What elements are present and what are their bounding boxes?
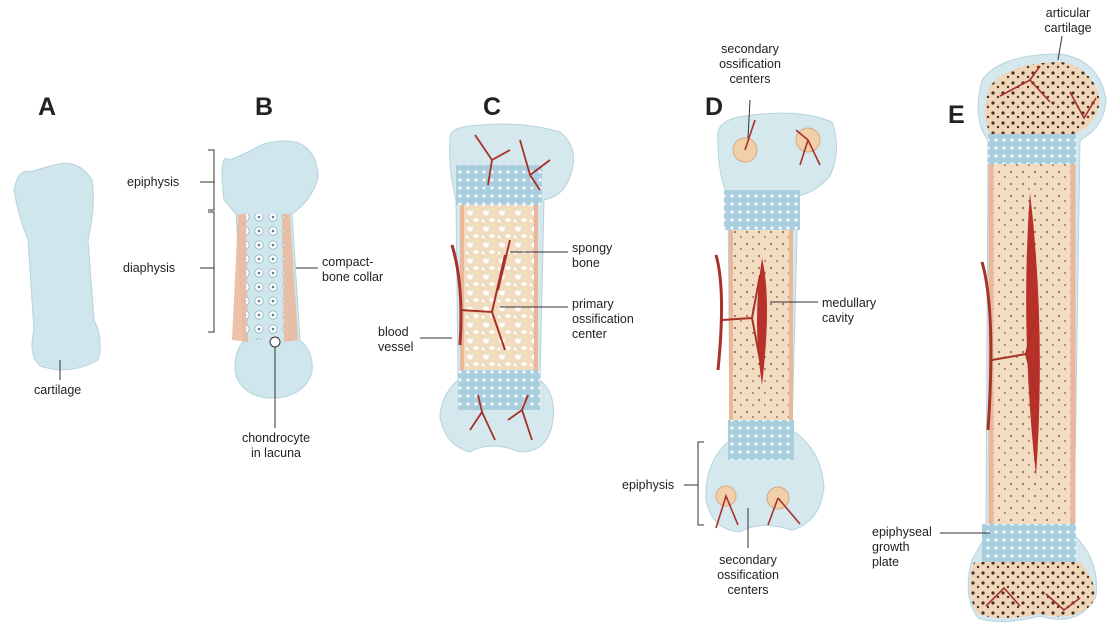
label-medullary-cavity: medullary cavity [822,296,876,326]
label-cartilage: cartilage [34,383,81,398]
label-secondary-ossification-centers-top: secondary ossification centers [700,42,800,87]
stage-b-bone-collar [200,141,318,428]
label-articular-cartilage: articular cartilage [1028,6,1108,36]
label-epiphyseal-growth-plate: epiphyseal growth plate [872,525,932,570]
stage-d-secondary-ossification [684,100,837,548]
label-secondary-ossification-centers-bottom: secondary ossification centers [698,553,798,598]
label-primary-ossification-center: primary ossification center [572,297,634,342]
label-spongy-bone: spongy bone [572,241,612,271]
label-compact-bone-collar: compact- bone collar [322,255,383,285]
stage-letter-e: E [948,103,965,128]
label-chondrocyte-in-lacuna: chondrocyte in lacuna [230,431,322,461]
label-epiphysis-d: epiphysis [622,478,674,493]
stage-letter-d: D [705,95,723,120]
stage-letter-c: C [483,95,501,120]
label-blood-vessel: blood vessel [378,325,413,355]
stage-c-primary-ossification [420,124,574,452]
stage-letter-a: A [38,95,56,120]
stage-e-mature-bone [940,36,1106,622]
stage-a-cartilage-model [14,163,100,380]
stage-letter-b: B [255,95,273,120]
label-diaphysis: diaphysis [123,261,175,276]
label-epiphysis-b: epiphysis [127,175,179,190]
